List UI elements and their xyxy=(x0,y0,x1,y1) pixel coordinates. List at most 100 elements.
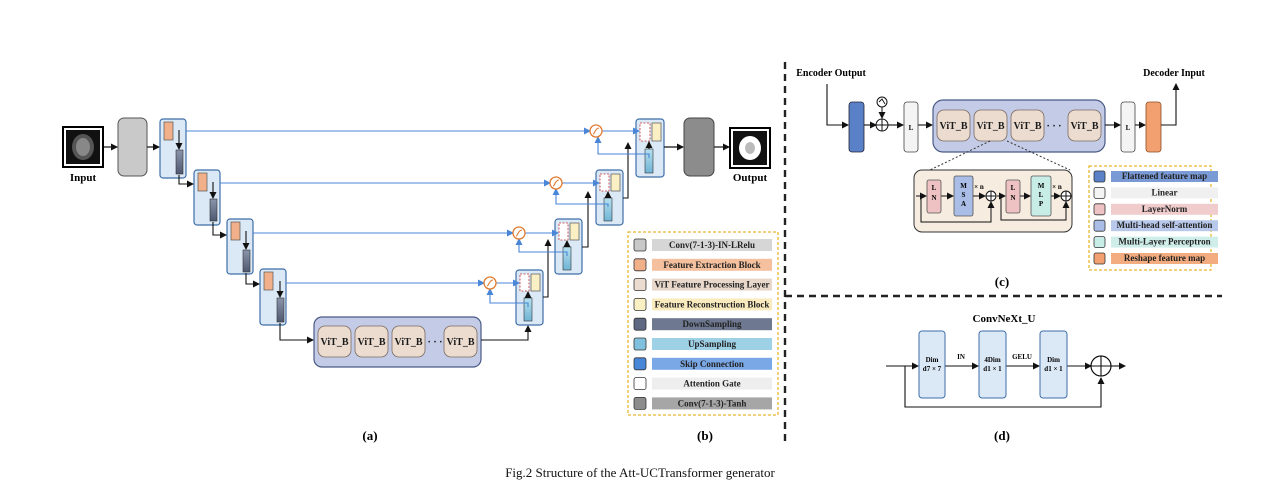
pwconv-expand-block xyxy=(978,330,1007,399)
input-label: Input xyxy=(70,172,97,184)
legend-b-swatch xyxy=(633,396,647,410)
legend-b-bar xyxy=(652,298,772,311)
legend-c-label: Flattened feature map xyxy=(1122,171,1207,181)
legend-c-bar xyxy=(1111,187,1218,199)
legend-b-swatch xyxy=(633,278,647,292)
legend-c-bar xyxy=(1111,203,1218,215)
decoder-stage-4 xyxy=(515,269,544,326)
legend-b-item: DownSampling xyxy=(633,317,772,331)
linear-label: L xyxy=(1126,124,1131,132)
input-image xyxy=(62,126,104,168)
panel-c-label: (c) xyxy=(995,274,1009,289)
legend-c-item: Linear xyxy=(1093,186,1218,199)
legend-c-swatch xyxy=(1093,203,1106,216)
legend-b-label: DownSampling xyxy=(682,319,742,329)
positional-encoding-icon xyxy=(876,96,888,119)
output-label: Output xyxy=(733,172,768,184)
decoder-stage-1 xyxy=(635,118,665,178)
zoom-line-left xyxy=(929,140,991,171)
times-n-label: × n xyxy=(974,183,984,191)
legend-b-label: Conv(7-1-3)-IN-LRelu xyxy=(669,240,755,250)
mlp-block xyxy=(1030,175,1052,217)
legend-b-label: ViT Feature Processing Layer xyxy=(655,280,770,290)
dwconv-block xyxy=(918,330,946,399)
encoder-output-label: Encoder Output xyxy=(796,68,866,79)
vit-detail-arrows xyxy=(916,192,1070,223)
legend-b-item: ViT Feature Processing Layer xyxy=(633,278,772,292)
legend-b-label: Skip Connection xyxy=(680,359,744,369)
legend-c-swatch xyxy=(1093,170,1106,183)
flatten-block xyxy=(848,101,865,153)
legend-b-label: Feature Reconstruction Block xyxy=(655,299,770,309)
vit-block-label: ViT_B xyxy=(940,121,968,132)
pwconv-reduce-block xyxy=(1039,330,1068,399)
linear-block-out xyxy=(1120,101,1136,153)
layernorm-block-2 xyxy=(1005,179,1021,214)
legend-b-swatch xyxy=(633,337,647,351)
legend-b-bar xyxy=(652,377,772,390)
legend-b-label: Feature Extraction Block xyxy=(663,260,760,270)
linear-block-in xyxy=(903,101,919,153)
legend-c-swatch xyxy=(1093,219,1106,232)
zoom-line-right xyxy=(1006,140,1071,171)
legend-b-item: Attention Gate xyxy=(633,377,772,391)
vit-ellipsis: · · · xyxy=(1046,121,1061,132)
convnext-title: ConvNeXt_U xyxy=(973,313,1036,325)
figure-caption: Fig.2 Structure of the Att-UCTransformer… xyxy=(505,465,775,480)
decoder-input-arrow xyxy=(1161,83,1180,126)
encoder-arrows xyxy=(175,130,314,344)
decoder-input-label: Decoder Input xyxy=(1143,68,1205,79)
legend-c-swatch xyxy=(1093,186,1106,199)
layernorm-block-1 xyxy=(926,179,942,214)
encoder-stage-1 xyxy=(159,118,187,179)
legend-c-label: Multi-Layer Perceptron xyxy=(1118,237,1210,247)
legend-b-bar xyxy=(652,338,772,350)
dim1-label: Dim xyxy=(926,356,939,364)
dim3-sub-label: d1 × 1 xyxy=(1044,365,1063,373)
legend-b-swatch xyxy=(633,238,647,252)
times-n-label: × n xyxy=(1052,183,1062,191)
msa-block xyxy=(953,175,974,217)
decoder-stage-3 xyxy=(554,218,583,275)
dim2-label: 4Dim xyxy=(984,356,1001,364)
gelu-label: GELU xyxy=(1012,353,1032,361)
vit-block-label: ViT_B xyxy=(395,337,423,348)
legend-b-label: UpSampling xyxy=(688,339,737,349)
vit-block-label: ViT_B xyxy=(1014,121,1042,132)
legend-c-label: Reshape feature map xyxy=(1124,253,1205,263)
panel-b-label: (b) xyxy=(697,428,713,443)
legend-b-bar xyxy=(652,318,772,331)
legend-b-item: Conv(7-1-3)-IN-LRelu xyxy=(633,238,772,252)
vit-block-label: ViT_B xyxy=(358,337,386,348)
legend-c-swatch xyxy=(1093,236,1106,249)
conv-tanh-block xyxy=(683,117,715,177)
legend-b-bar xyxy=(652,357,772,370)
legend-b-item: Conv(7-1-3)-Tanh xyxy=(633,396,772,410)
skip-connections xyxy=(186,127,650,307)
legend-c-label: LayerNorm xyxy=(1142,204,1188,214)
legend-b-swatch xyxy=(633,357,647,371)
attention-gates xyxy=(483,124,603,290)
legend-c-item: Multi-head self-attention xyxy=(1093,219,1218,232)
position-add-icon xyxy=(875,118,889,132)
encoder-output-arrow xyxy=(826,84,849,129)
vit-stack-blocks: ViT_B ViT_B ViT_B · · · ViT_B xyxy=(936,109,1102,142)
output-image xyxy=(729,127,771,169)
legend-b-item: Feature Reconstruction Block xyxy=(633,297,772,311)
encoder-stage-2 xyxy=(193,169,221,226)
legend-b-label: Attention Gate xyxy=(683,379,740,389)
panel-d-label: (d) xyxy=(994,428,1010,443)
bottleneck-to-decoder-arrow xyxy=(481,325,532,341)
encoder-stage-3 xyxy=(226,218,254,275)
legend-c-item: Flattened feature map xyxy=(1093,170,1218,183)
legend-c-bar xyxy=(1111,220,1218,232)
legend-b-item: UpSampling xyxy=(633,337,772,351)
decoder-stage-2 xyxy=(595,169,624,226)
reshape-block xyxy=(1145,101,1162,153)
legend-b-label: Conv(7-1-3)-Tanh xyxy=(678,398,747,408)
